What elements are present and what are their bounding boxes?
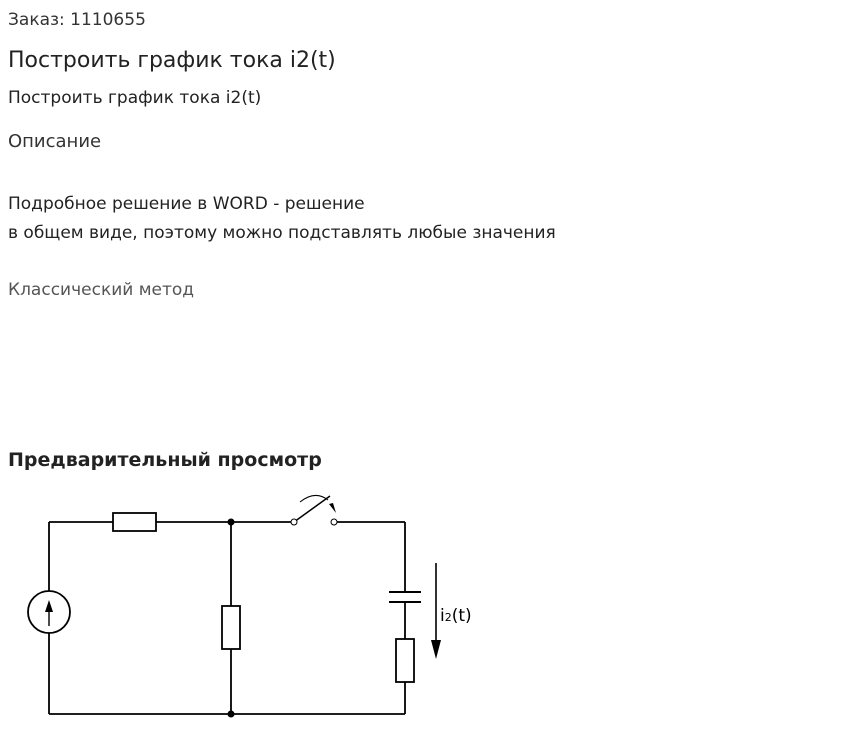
description-line: Подробное решение в WORD - решение [8,194,365,214]
junction-dot [227,518,235,526]
current-arrow-head [431,640,441,659]
switch-contact [330,518,338,526]
resistor-middle [221,605,241,650]
resistor-right [395,638,415,683]
junction-dot [227,710,235,718]
switch-blade [293,495,331,523]
switch-contact [290,518,298,526]
current-label: i2(t) [440,606,472,626]
page-title: Построить график тока i2(t) [8,48,336,73]
description-heading: Описание [8,131,102,152]
page-subtitle: Построить график тока i2(t) [8,88,262,108]
description-line: в общем виде, поэтому можно подставлять … [8,223,556,243]
resistor-top [112,512,157,532]
preview-heading: Предварительный просмотр [8,449,322,471]
switch-arrow-head [329,503,336,513]
source-arrow-head [45,600,53,612]
order-number: Заказ: 1110655 [8,10,146,30]
method-text: Классический метод [8,280,195,300]
switch-arc [299,494,329,503]
circuit-diagram: i2(t) [27,494,472,718]
